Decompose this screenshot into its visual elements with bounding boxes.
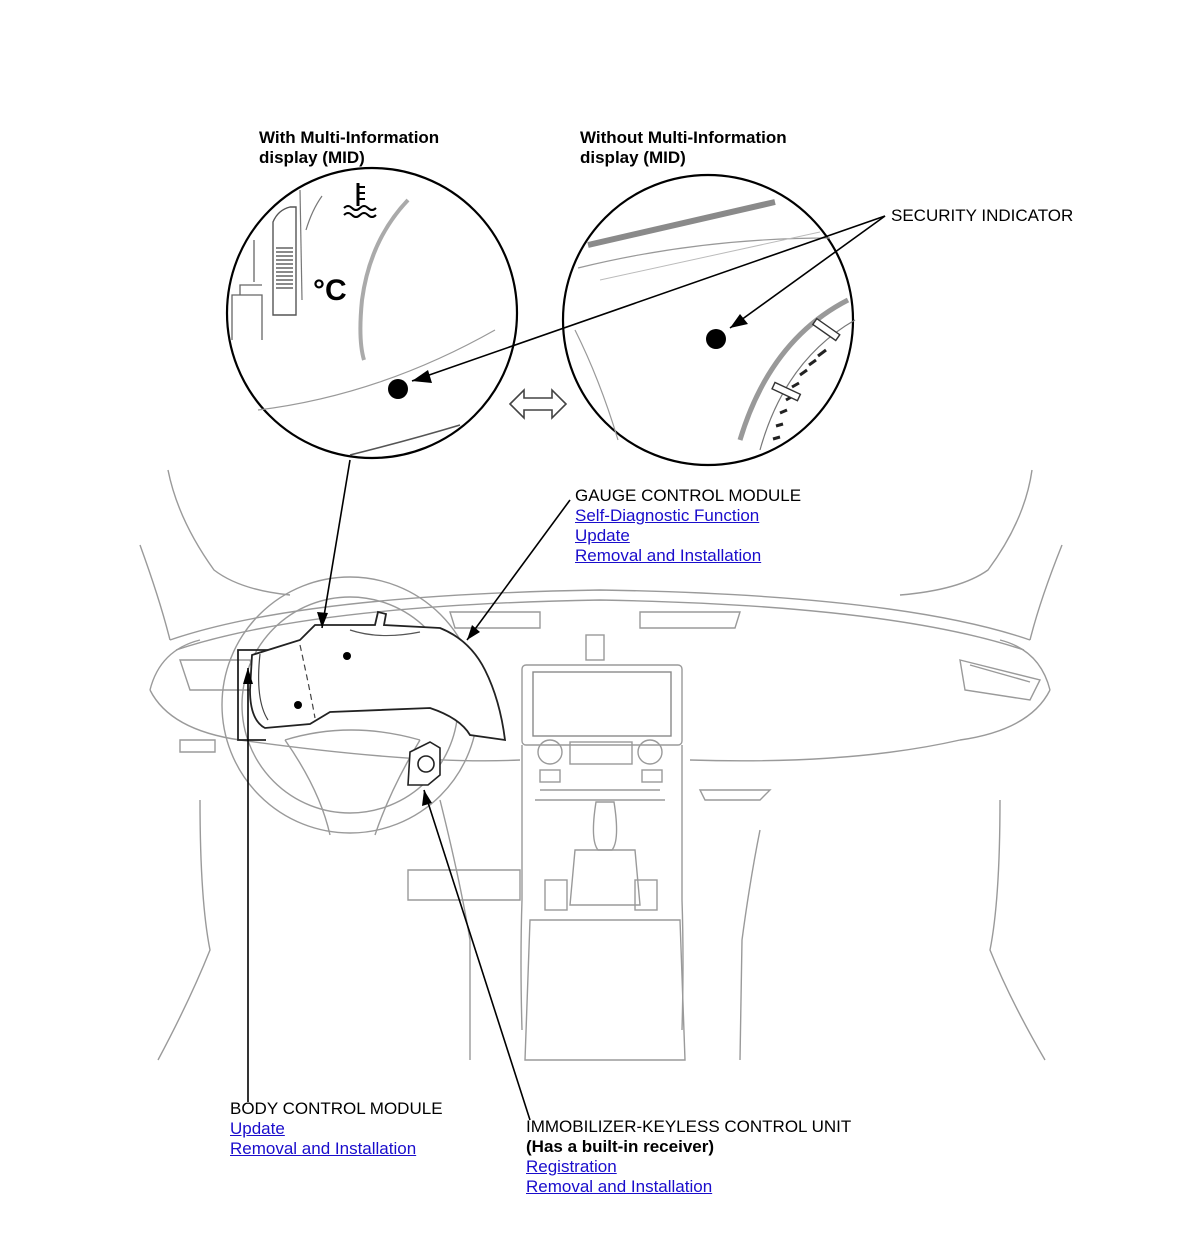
immobilizer-title: IMMOBILIZER-KEYLESS CONTROL UNIT	[526, 1117, 852, 1136]
zoom-circle-without-mid	[561, 173, 856, 467]
coolant-temperature-icon	[343, 183, 377, 218]
dashboard-sketch	[139, 469, 1063, 1061]
double-arrow-icon	[508, 388, 568, 420]
link-immobilizer-removal-installation[interactable]: Removal and Installation	[526, 1177, 713, 1196]
without-mid-line1: Without Multi-Information	[580, 128, 787, 147]
link-immobilizer-registration[interactable]: Registration	[526, 1157, 617, 1176]
security-indicator-dot	[706, 329, 726, 349]
immobilizer-subtitle: (Has a built-in receiver)	[526, 1137, 715, 1156]
body-control-module-outline	[237, 649, 268, 741]
with-mid-line1: With Multi-Information	[259, 128, 440, 147]
gauge-temp-unit: °C	[313, 274, 347, 307]
link-gauge-update[interactable]: Update	[575, 526, 630, 545]
instrument-cluster	[249, 610, 507, 742]
leader-arrowheads	[243, 314, 748, 806]
with-mid-label: With Multi-Information display (MID)	[259, 128, 439, 168]
link-bcm-update[interactable]: Update	[230, 1119, 285, 1138]
with-mid-line2: display (MID)	[259, 148, 365, 167]
immobilizer-unit	[407, 741, 441, 786]
without-mid-label: Without Multi-Information display (MID)	[580, 128, 787, 168]
link-bcm-removal-installation[interactable]: Removal and Installation	[230, 1139, 417, 1158]
body-control-module-callout: BODY CONTROL MODULE Update Removal and I…	[230, 1099, 443, 1159]
without-mid-line2: display (MID)	[580, 148, 686, 167]
gauge-control-module-callout: GAUGE CONTROL MODULE Self-Diagnostic Fun…	[575, 486, 801, 566]
security-indicator-label: SECURITY INDICATOR	[891, 206, 1074, 225]
link-self-diagnostic-function[interactable]: Self-Diagnostic Function	[575, 506, 760, 525]
immobilizer-callout: IMMOBILIZER-KEYLESS CONTROL UNIT (Has a …	[526, 1117, 851, 1197]
security-indicator-dot	[388, 379, 408, 399]
link-gauge-removal-installation[interactable]: Removal and Installation	[575, 546, 762, 565]
zoom-circle-with-mid	[225, 166, 519, 460]
gauge-control-module-title: GAUGE CONTROL MODULE	[575, 486, 802, 505]
body-control-module-title: BODY CONTROL MODULE	[230, 1099, 443, 1118]
leader-lines	[247, 215, 886, 1121]
